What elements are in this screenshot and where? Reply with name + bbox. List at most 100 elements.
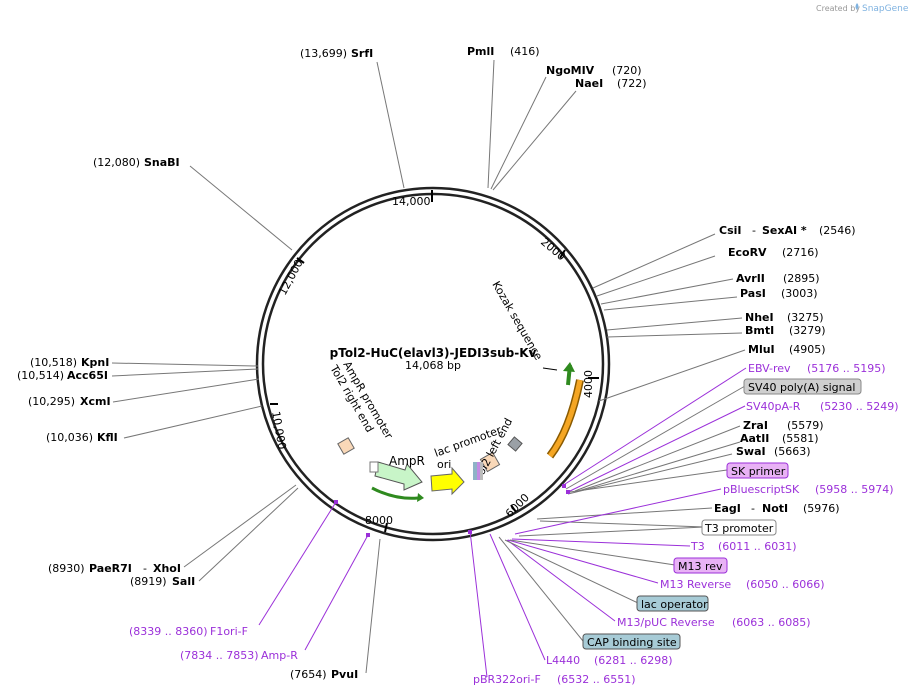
site-kpni-pos: (10,518) (30, 356, 77, 369)
site-pvui-name: PvuI (331, 668, 358, 681)
primer-t3: T3 (6011 .. 6031) (690, 540, 797, 553)
site-sali: (8919) SalI (130, 575, 195, 588)
feature-ampr-promoter-box (369, 461, 379, 473)
plasmid-name: pTol2-HuC(elavl3)-JEDI3sub-Kv (330, 346, 537, 360)
site-naei: NaeI (722) (575, 77, 647, 90)
site-eagi-sep: - (751, 502, 755, 515)
primer-pbluescriptsk: pBluescriptSK (5958 .. 5974) (723, 483, 894, 496)
box-lac-operator: lac operator (636, 595, 709, 612)
site-connectors (111, 59, 746, 674)
primer-pbr322ori-f-range: (6532 .. 6551) (557, 673, 636, 686)
primer-pbluescriptsk-range: (5958 .. 5974) (815, 483, 894, 496)
primer-m13-reverse-name: M13 Reverse (660, 578, 731, 591)
feature-tol2-left-box (479, 451, 501, 473)
primer-f1ori-f-range: (8339 .. 8360) (129, 625, 208, 638)
primer-pbluescriptsk-name: pBluescriptSK (723, 483, 800, 496)
arrowhead-green-bottom (417, 493, 424, 502)
site-bmti-name: BmtI (745, 324, 774, 337)
credit-text: Created by (816, 4, 860, 13)
site-eagi-pos: (5976) (803, 502, 840, 515)
primer-ebv-rev-range: (5176 .. 5195) (807, 362, 886, 375)
site-pasi-pos: (3003) (781, 287, 818, 300)
feature-gray-square (507, 436, 523, 452)
site-avrii: AvrII (2895) (736, 272, 820, 285)
feature-ampr-green-line (371, 486, 419, 500)
site-aatii-name: AatII (740, 432, 769, 445)
site-paer7i-name2: XhoI (153, 562, 181, 575)
site-snabi: (12,080) SnaBI (93, 156, 180, 169)
primer-l4440: L4440 (6281 .. 6298) (546, 654, 673, 667)
site-snabi-pos: (12,080) (93, 156, 140, 169)
box-connectors (498, 385, 746, 642)
site-sali-name: SalI (172, 575, 195, 588)
arrowhead-green-top (563, 362, 575, 372)
kozak-line (542, 367, 558, 371)
site-srfi-name: SrfI (351, 47, 373, 60)
primer-ebv-rev: EBV-rev (5176 .. 5195) (748, 362, 886, 375)
box-cap-site-label: CAP binding site (587, 636, 677, 649)
site-kfli-name: KflI (97, 431, 118, 444)
site-eagi: EagI - NotI (5976) (714, 502, 840, 515)
box-sk-primer: SK primer (726, 462, 789, 479)
credit-brand: SnapGene (862, 4, 909, 14)
tick-label-2000: 2000 (538, 235, 568, 263)
box-m13-rev-label: M13 rev (678, 560, 723, 573)
site-bmti: BmtI (3279) (745, 324, 826, 337)
snapgene-logo: SnapGene (855, 3, 909, 14)
primer-t3-name: T3 (690, 540, 705, 553)
site-xcmi: (10,295) XcmI (28, 395, 111, 408)
site-bmti-pos: (3279) (789, 324, 826, 337)
site-ngomiv: NgoMIV (720) (546, 64, 642, 77)
tick-marks (270, 190, 599, 533)
primer-pbr322ori-f: pBR322ori-F (6532 .. 6551) (473, 673, 636, 686)
box-sk-primer-label: SK primer (731, 465, 786, 478)
feature-ampr-label: AmpR (389, 454, 425, 468)
box-sv40-polya: SV40 poly(A) signal (743, 378, 862, 395)
site-nhei: NheI (3275) (745, 311, 824, 324)
box-lac-operator-label: lac operator (641, 598, 708, 611)
primer-ebv-rev-name: EBV-rev (748, 362, 791, 375)
primer-m13-reverse: M13 Reverse (6050 .. 6066) (660, 578, 825, 591)
site-csii: CsiI - SexAI * (2546) (719, 224, 856, 237)
primer-markers (334, 484, 570, 537)
site-avrii-name: AvrII (736, 272, 765, 285)
site-nhei-pos: (3275) (787, 311, 824, 324)
feature-ori-arrow (430, 466, 465, 496)
site-sali-pos: (8919) (130, 575, 167, 588)
site-paer7i-sep: - (143, 562, 147, 575)
site-pasi: PasI (3003) (740, 287, 818, 300)
site-zrai-pos: (5579) (787, 419, 824, 432)
site-snabi-name: SnaBI (144, 156, 180, 169)
feature-kozak-orange (546, 379, 584, 459)
feature-tol2-right-box (337, 437, 355, 455)
primer-m13-puc-reverse: M13/pUC Reverse (6063 .. 6085) (617, 616, 811, 629)
site-pmli-name: PmlI (467, 45, 494, 58)
site-ecorv-pos: (2716) (782, 246, 819, 259)
site-pmli-pos: (416) (510, 45, 540, 58)
site-kfli-pos: (10,036) (46, 431, 93, 444)
feature-ori-label: ori (437, 458, 451, 471)
primer-amp-r-name: Amp-R (261, 649, 298, 662)
site-paer7i-name: PaeR7I (89, 562, 132, 575)
primer-m13-puc-reverse-name: M13/pUC Reverse (617, 616, 715, 629)
site-ecorv: EcoRV (2716) (728, 246, 819, 259)
primer-l4440-range: (6281 .. 6298) (594, 654, 673, 667)
primer-sv40pa-r-name: SV40pA-R (746, 400, 801, 413)
site-srfi: (13,699) SrfI (300, 47, 373, 60)
site-kpni: (10,518) KpnI (30, 356, 109, 369)
primer-f1ori-f-name: F1ori-F (210, 625, 248, 638)
site-pmli: PmlI (416) (467, 45, 540, 58)
site-acc65i-name: Acc65I (67, 369, 108, 382)
site-swai: SwaI (5663) (736, 445, 811, 458)
site-zrai-name: ZraI (743, 419, 768, 432)
site-swai-name: SwaI (736, 445, 766, 458)
box-t3-promoter-label: T3 promoter (704, 522, 774, 535)
site-csii-name: CsiI (719, 224, 741, 237)
site-swai-pos: (5663) (774, 445, 811, 458)
feature-ampr-arrow (374, 461, 423, 491)
site-acc65i: (10,514) Acc65I (17, 369, 108, 382)
site-ngomiv-name: NgoMIV (546, 64, 595, 77)
site-pasi-name: PasI (740, 287, 766, 300)
site-naei-name: NaeI (575, 77, 603, 90)
